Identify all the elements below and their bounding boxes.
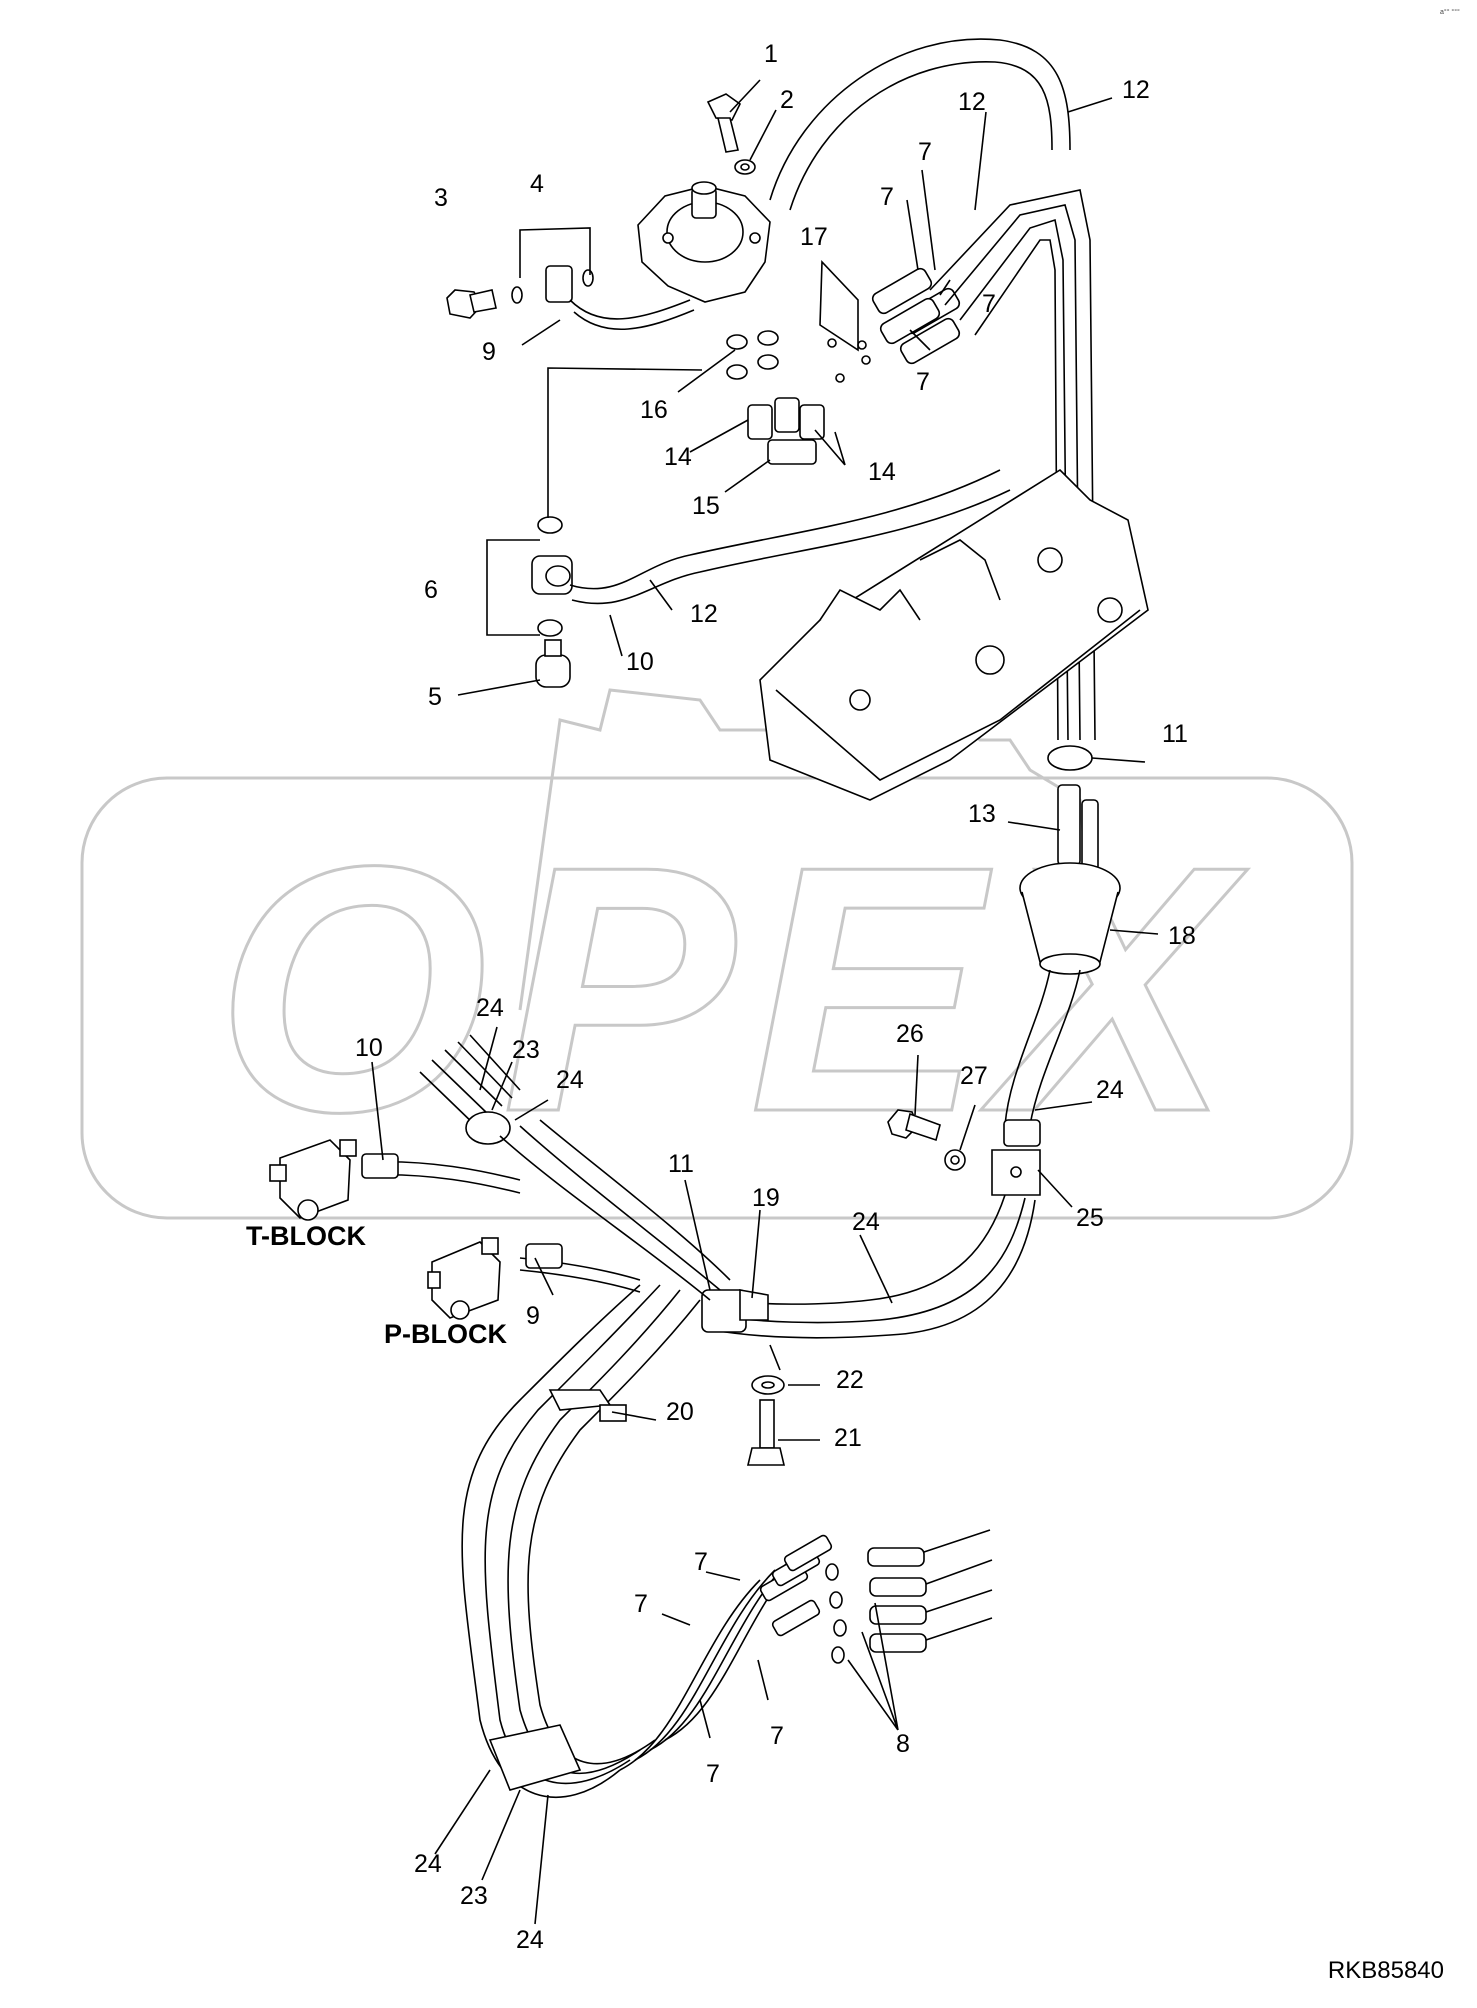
p-block-label: P-BLOCK [384, 1319, 507, 1349]
callout-7: 7 [706, 1760, 720, 1788]
pilot-valve-assembly [446, 38, 1149, 801]
callout-14: 14 [664, 443, 692, 471]
callout-25: 25 [1076, 1204, 1104, 1232]
leader-lines [371, 79, 1159, 1925]
callout-16: 16 [640, 396, 668, 424]
t-block-label: T-BLOCK [246, 1221, 366, 1251]
callout-9: 9 [482, 338, 496, 366]
opex-watermark-logo: OPEX [80, 688, 1354, 1220]
callout-19: 19 [752, 1184, 780, 1212]
callout-23: 23 [460, 1882, 488, 1910]
callout-27: 27 [960, 1062, 988, 1090]
callout-7: 7 [770, 1722, 784, 1750]
callout-22: 22 [836, 1366, 864, 1394]
callout-24: 24 [1096, 1076, 1124, 1104]
callout-7: 7 [880, 183, 894, 211]
callout-24: 24 [852, 1208, 880, 1236]
callout-13: 13 [968, 800, 996, 828]
callout-7: 7 [918, 138, 932, 166]
callout-11: 11 [668, 1150, 694, 1178]
callout-10: 10 [626, 648, 654, 676]
callout-10: 10 [355, 1034, 383, 1062]
callout-17: 17 [800, 223, 828, 251]
callout-18: 18 [1168, 922, 1196, 950]
callout-15: 15 [692, 492, 720, 520]
callout-21: 21 [834, 1424, 862, 1452]
callout-7: 7 [982, 290, 996, 318]
lower-harness [269, 1034, 993, 1798]
grommet-and-bundle [701, 745, 1121, 1466]
callout-26: 26 [896, 1020, 924, 1048]
callout-24: 24 [414, 1850, 442, 1878]
callout-5: 5 [428, 683, 442, 711]
callout-4: 4 [530, 170, 544, 198]
callout-14: 14 [868, 458, 896, 486]
callout-2: 2 [780, 86, 794, 114]
callout-24: 24 [476, 994, 504, 1022]
callout-9: 9 [526, 1302, 540, 1330]
figure-reference-id: RKB85840 [1328, 1957, 1444, 1984]
callout-12: 12 [1122, 76, 1150, 104]
callout-6: 6 [424, 576, 438, 604]
callout-7: 7 [634, 1590, 648, 1618]
callout-7: 7 [916, 368, 930, 396]
callout-23: 23 [512, 1036, 540, 1064]
callout-11: 11 [1162, 720, 1188, 748]
callout-7: 7 [694, 1548, 708, 1576]
callout-20: 20 [666, 1398, 694, 1426]
callout-3: 3 [434, 184, 448, 212]
callout-12: 12 [958, 88, 986, 116]
callout-1: 1 [764, 40, 778, 68]
callout-24: 24 [556, 1066, 584, 1094]
corner-mark: a°° °°° [1440, 8, 1460, 16]
callout-12: 12 [690, 600, 718, 628]
callout-8: 8 [896, 1730, 910, 1758]
callout-labels: 1 2 3 4 9 12 12 7 7 17 7 7 16 14 14 15 6… [355, 40, 1196, 1954]
callout-24: 24 [516, 1926, 544, 1954]
